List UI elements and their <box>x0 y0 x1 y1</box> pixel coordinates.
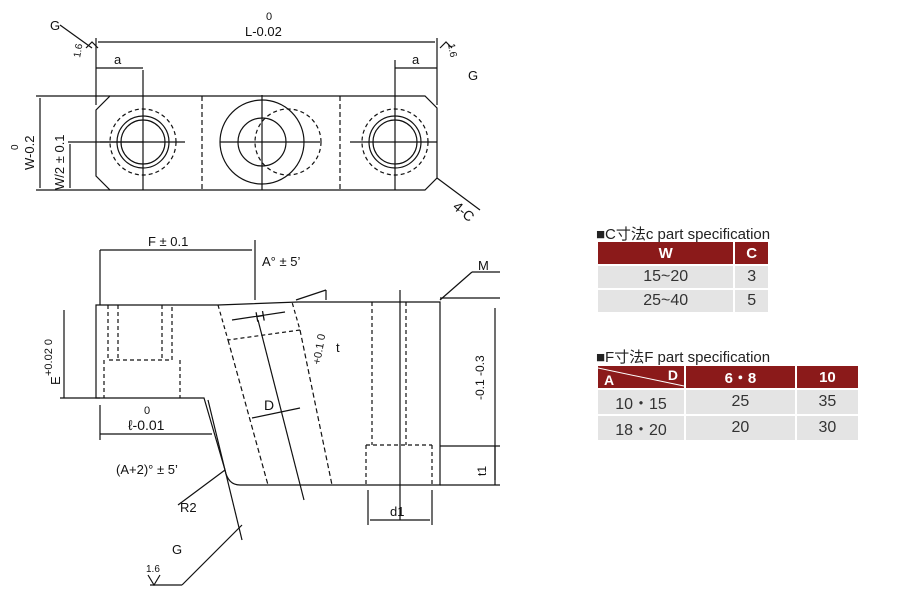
cell: 3 <box>735 266 768 288</box>
w-half-label: W/2 ± 0.1 <box>52 134 67 190</box>
t-label: t <box>336 340 340 355</box>
cell: 35 <box>796 390 858 414</box>
cell: 18・20 <box>598 416 684 440</box>
height-tolerance: -0.1 -0.3 <box>473 355 487 400</box>
corner-d: D <box>667 367 678 383</box>
cell: 30 <box>796 416 858 440</box>
a-left-label: a <box>114 52 122 67</box>
plate-outline <box>95 95 438 191</box>
cell: 15~20 <box>598 266 734 288</box>
c-header-w: W <box>598 242 734 264</box>
chamfer-label: 4-C <box>450 198 478 225</box>
e-tolerance: +0.02 0 <box>43 339 55 376</box>
w-label: W-0.2 <box>22 136 37 170</box>
corner-a: A <box>604 372 615 388</box>
cell: 10・15 <box>598 390 684 414</box>
diagonal-line <box>598 367 684 387</box>
top-view: G 1.6 0 L-0.02 a a 1.6 G 0 W-0.2 W/2 ± 0… <box>10 11 481 225</box>
c-table-title: ■C寸法c part specification <box>596 226 771 243</box>
g-left-label: G <box>50 18 60 33</box>
cell: 20 <box>686 416 795 440</box>
l-label: L-0.02 <box>245 24 282 39</box>
f-table-title: ■F寸法F part specification <box>596 349 771 366</box>
f-label: F ± 0.1 <box>148 234 188 249</box>
a2-angle-label: (A+2)° ± 5’ <box>116 462 178 477</box>
rough-left-label: 1.6 <box>72 42 85 58</box>
cell: 25~40 <box>598 290 734 312</box>
t1-label: t1 <box>475 466 489 476</box>
rough-label-side: 1.6 <box>146 564 160 575</box>
side-view: F ± 0.1 A° ± 5’ M H +0.1 0 t +0.02 0 E D… <box>43 234 500 587</box>
r2-label: R2 <box>180 500 197 515</box>
w-tolerance: 0 <box>10 144 21 150</box>
cell: 5 <box>735 290 768 312</box>
g-right-label: G <box>468 68 478 83</box>
a-angle-label: A° ± 5’ <box>262 254 300 269</box>
f-header-6-8: 6・8 <box>686 366 795 388</box>
g-label-side: G <box>172 542 182 557</box>
cell: 25 <box>686 390 795 414</box>
d1-label: d1 <box>390 504 404 519</box>
a-right-label: a <box>412 52 420 67</box>
rough-right-label: 1.6 <box>445 43 458 59</box>
block-outline <box>95 301 441 486</box>
t-tolerance: +0.1 0 <box>311 333 328 366</box>
l-tolerance-side: 0 <box>144 405 150 417</box>
corner-header: A D <box>598 366 684 388</box>
l-label-side: ℓ-0.01 <box>128 417 165 433</box>
e-label: E <box>48 376 63 385</box>
m-label: M <box>478 258 489 273</box>
d-label: D <box>264 397 274 413</box>
h-label: H <box>254 307 267 325</box>
l-tolerance: 0 <box>266 11 272 23</box>
c-header-c: C <box>735 242 768 264</box>
f-header-10: 10 <box>796 366 858 388</box>
